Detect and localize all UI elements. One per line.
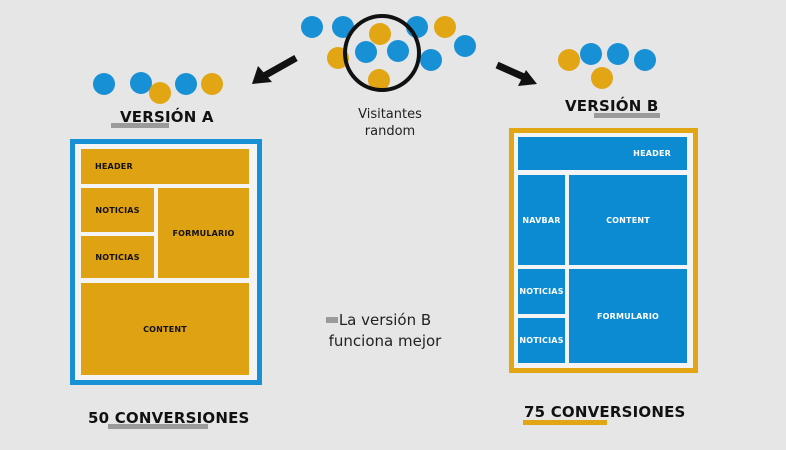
version-a-content-block: CONTENT [81, 283, 249, 375]
visitor-dot [634, 49, 656, 71]
version-a-formulario-block: FORMULARIO [158, 188, 249, 278]
result-label-line1: La versión B [338, 311, 432, 329]
arrow-left-icon [252, 54, 298, 84]
version-b-title: VERSIÓN B [565, 97, 659, 115]
visitor-dot [130, 72, 152, 94]
result-label-line2: funciona mejor [328, 332, 442, 350]
visitor-dot [201, 73, 223, 95]
visitor-dot [93, 73, 115, 95]
version-a-conversions-underline [108, 424, 208, 429]
result-underline [326, 317, 338, 323]
version-b-formulario-block: FORMULARIO [569, 269, 687, 363]
visitors-label-line2: random [364, 124, 416, 139]
visitor-dot [301, 16, 323, 38]
visitor-dot [580, 43, 602, 65]
version-b-title-underline [594, 113, 660, 118]
visitor-dot [434, 16, 456, 38]
visitor-dot [558, 49, 580, 71]
visitor-dot [175, 73, 197, 95]
visitor-dot [420, 49, 442, 71]
visitors-label-line1: Visitantes [358, 107, 422, 122]
version-b-noticias-block: NOTICIAS [518, 269, 565, 314]
version-b-content-block: CONTENT [569, 175, 687, 265]
version-a-conversions: 50 CONVERSIONES [88, 409, 250, 427]
visitor-dot [607, 43, 629, 65]
visitors-label: Visitantes random [340, 106, 440, 140]
version-b-conversions-underline [523, 420, 607, 425]
visitor-dot [591, 67, 613, 89]
result-label: La versión B funciona mejor [315, 310, 455, 352]
version-a-title: VERSIÓN A [120, 108, 214, 126]
arrow-right-icon [495, 61, 537, 86]
version-b-navbar-block: NAVBAR [518, 175, 565, 265]
version-b-conversions: 75 CONVERSIONES [524, 403, 686, 421]
selection-ring [343, 14, 421, 92]
version-a-title-underline [111, 123, 169, 128]
version-a-header-block: HEADER [81, 149, 249, 184]
visitor-dot [454, 35, 476, 57]
version-b-header-block: HEADER [518, 137, 687, 170]
visitor-dot [149, 82, 171, 104]
version-b-noticias-block: NOTICIAS [518, 318, 565, 363]
version-a-noticias-block: NOTICIAS [81, 236, 154, 278]
version-a-noticias-block: NOTICIAS [81, 188, 154, 232]
